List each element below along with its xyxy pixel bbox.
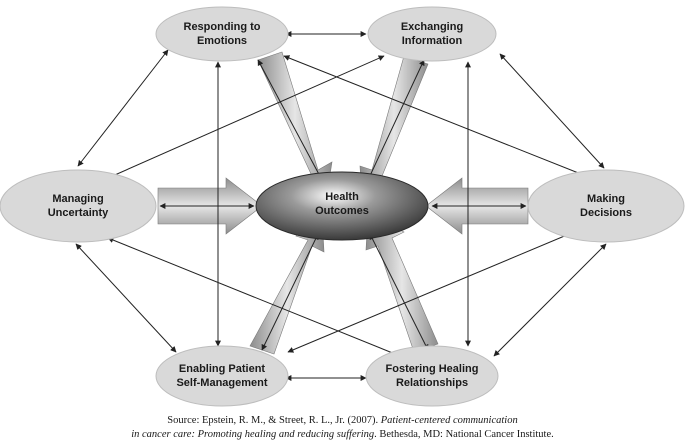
connector-making-enabling [287,231,575,353]
node-responding-line1: Responding to [184,21,261,33]
communication-functions-diagram: Responding to Emotions Exchanging Inform… [0,6,685,407]
caption-line1-plain: Source: Epstein, R. M., & Street, R. L.,… [167,415,381,426]
connector-managing-enabling [75,243,177,353]
node-fostering-line1: Fostering Healing [386,363,479,375]
center-line1: Health [325,191,359,203]
node-managing-line2: Uncertainty [48,207,109,219]
node-fostering-healing-relationships: Fostering Healing Relationships [365,345,499,407]
node-enabling-line1: Enabling Patient [179,363,266,375]
connector-exchanging-center [367,59,425,181]
node-making-line1: Making [587,193,625,205]
caption-line1-italic: Patient-centered communication [380,415,518,426]
node-managing-line1: Managing [52,193,103,205]
caption-line2-italic: in cancer care: Promoting healing and re… [131,429,375,440]
connector-responding-managing [77,49,169,167]
node-fostering-line2: Relationships [396,377,468,389]
node-enabling-patient-self-management: Enabling Patient Self-Management [155,345,289,407]
caption-line2-plain: . Bethesda, MD: National Cancer Institut… [374,429,554,440]
connectors [75,31,607,381]
node-health-outcomes: Health Outcomes [255,171,429,241]
connector-fostering-center [369,233,429,351]
node-responding-to-emotions: Responding to Emotions [155,6,289,62]
center-line2: Outcomes [315,205,369,217]
node-exchanging-line1: Exchanging [401,21,463,33]
connector-enabling-center [261,233,319,351]
node-responding-line2: Emotions [197,35,247,47]
node-making-decisions: Making Decisions [527,169,685,243]
node-making-line2: Decisions [580,207,632,219]
connector-making-fostering [493,243,607,357]
source-caption-line-2: in cancer care: Promoting healing and re… [0,428,685,442]
source-caption-line-1: Source: Epstein, R. M., & Street, R. L.,… [0,414,685,428]
connector-exchanging-managing [107,55,385,179]
node-managing-uncertainty: Managing Uncertainty [0,169,157,243]
connector-responding-center [257,59,323,181]
node-exchanging-line2: Information [402,35,463,47]
connector-responding-making [283,55,587,177]
connector-exchanging-making [499,53,605,169]
node-enabling-line2: Self-Management [176,377,267,389]
node-exchanging-information: Exchanging Information [367,6,497,62]
